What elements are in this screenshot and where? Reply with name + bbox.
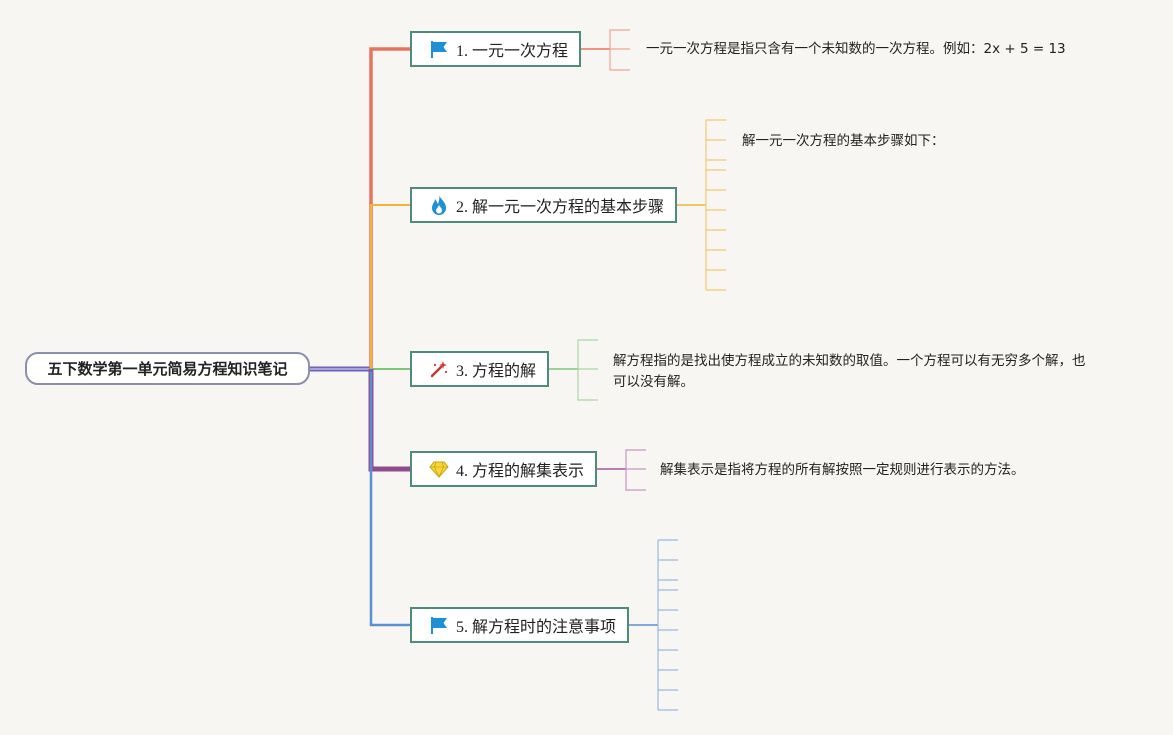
topic-linear-equation[interactable]: 1. 一元一次方程 <box>410 31 581 67</box>
topic-1-note: 一元一次方程是指只含有一个未知数的一次方程。例如：2x + 5 = 13 <box>646 41 1066 57</box>
topic-label: 1. 一元一次方程 <box>456 43 569 60</box>
flag-icon <box>428 38 450 60</box>
topic-4-note: 解集表示是指将方程的所有解按照一定规则进行表示的方法。 <box>660 462 1025 478</box>
topic-label: 5. 解方程时的注意事项 <box>456 619 617 636</box>
magic-wand-icon <box>428 358 450 380</box>
topic-label: 2. 解一元一次方程的基本步骤 <box>456 199 665 216</box>
topic-solving-steps[interactable]: 2. 解一元一次方程的基本步骤 <box>410 187 677 223</box>
fire-icon <box>428 194 450 216</box>
topic-equation-solution[interactable]: 3. 方程的解 <box>410 351 549 387</box>
topic-precautions[interactable]: 5. 解方程时的注意事项 <box>410 607 629 643</box>
diamond-icon <box>428 458 450 480</box>
topic-3-note: 解方程指的是找出使方程成立的未知数的取值。一个方程可以有无穷多个解，也 可以没有… <box>613 351 1113 393</box>
topic-3-note-line-2: 可以没有解。 <box>613 374 694 390</box>
topic-3-note-line-1: 解方程指的是找出使方程成立的未知数的取值。一个方程可以有无穷多个解，也 <box>613 353 1086 369</box>
root-title: 五下数学第一单元简易方程知识笔记 <box>47 360 288 378</box>
flag-icon <box>428 614 450 636</box>
topic-2-note: 解一元一次方程的基本步骤如下： <box>742 133 945 149</box>
topic-solution-set[interactable]: 4. 方程的解集表示 <box>410 451 597 487</box>
topic-label: 4. 方程的解集表示 <box>456 463 585 480</box>
topic-label: 3. 方程的解 <box>456 363 537 380</box>
root-topic[interactable]: 五下数学第一单元简易方程知识笔记 <box>25 352 310 385</box>
